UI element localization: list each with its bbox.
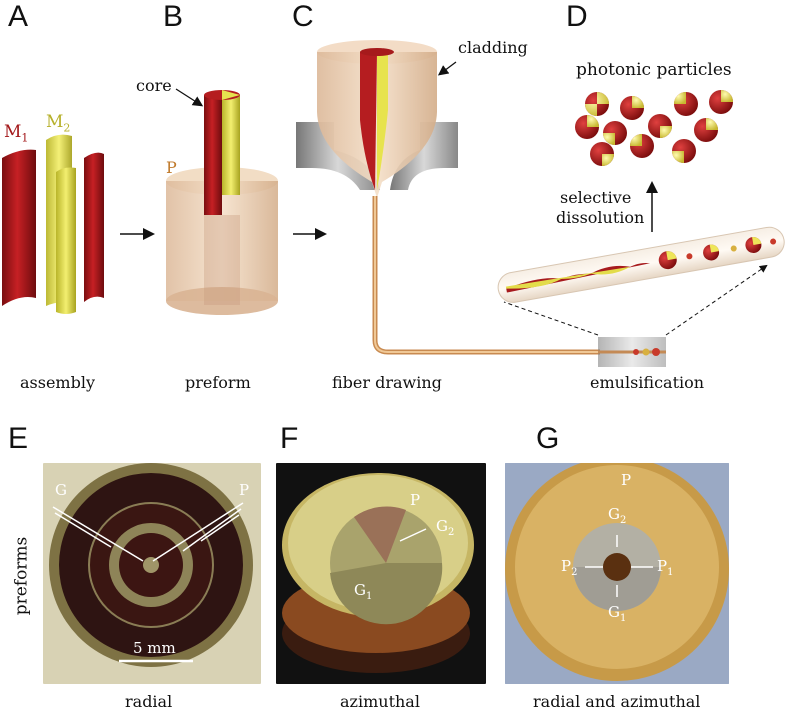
- photo-g-label-p1: P1: [657, 557, 674, 578]
- photo-g-label-g1: G1: [608, 603, 627, 624]
- photo-g-label-p: P: [621, 471, 632, 489]
- label-p: P: [166, 158, 177, 177]
- caption-assembly: assembly: [20, 373, 95, 392]
- photo-g-label-g2: G2: [608, 505, 627, 526]
- caption-emulsification: emulsification: [590, 373, 705, 392]
- photo-f-azimuthal: P G2 G1: [276, 463, 486, 684]
- panel-label-b: B: [163, 0, 184, 33]
- label-m2: M2: [46, 112, 71, 135]
- label-cladding: cladding: [458, 38, 528, 57]
- panel-label-a: A: [8, 0, 29, 33]
- panel-label-c: C: [292, 0, 314, 33]
- panel-label-d: D: [566, 0, 588, 33]
- core-pointer: [175, 88, 204, 107]
- caption-radial-and-azimuthal: radial and azimuthal: [533, 692, 701, 711]
- assembly-parts: [2, 134, 104, 314]
- label-dissolution-1: selective: [560, 188, 632, 207]
- preform-shape: [166, 90, 278, 315]
- photo-f-label-g1: G1: [354, 581, 373, 602]
- panel-label-g: G: [536, 422, 560, 455]
- emulsification-fiber: [497, 181, 785, 367]
- photo-f-label-p: P: [410, 491, 421, 509]
- photo-g-label-p2: P2: [561, 557, 578, 578]
- drawing-tower: [296, 40, 600, 355]
- row-label-preforms: preforms: [11, 536, 32, 616]
- photonic-particles: [575, 90, 733, 166]
- panel-label-f: F: [280, 422, 299, 455]
- label-dissolution-2: dissolution: [556, 208, 645, 227]
- caption-preform: preform: [185, 373, 251, 392]
- label-m1: M1: [4, 122, 29, 145]
- photo-e-radial: G P 5 mm: [43, 463, 261, 684]
- label-photonic-particles: photonic particles: [576, 60, 732, 80]
- caption-radial: radial: [125, 692, 173, 711]
- caption-azimuthal: azimuthal: [340, 692, 420, 711]
- photo-e-label-g: G: [55, 481, 67, 499]
- photo-g-radial-azimuthal: P G2 P2 P1 G1: [505, 463, 729, 684]
- photo-e-scale: 5 mm: [133, 639, 176, 657]
- cladding-pointer: [437, 61, 457, 76]
- photo-f-label-g2: G2: [436, 517, 455, 538]
- label-core: core: [136, 76, 172, 95]
- panel-label-e: E: [8, 422, 29, 455]
- caption-fiber-drawing: fiber drawing: [332, 373, 442, 392]
- photo-e-label-p: P: [239, 481, 250, 499]
